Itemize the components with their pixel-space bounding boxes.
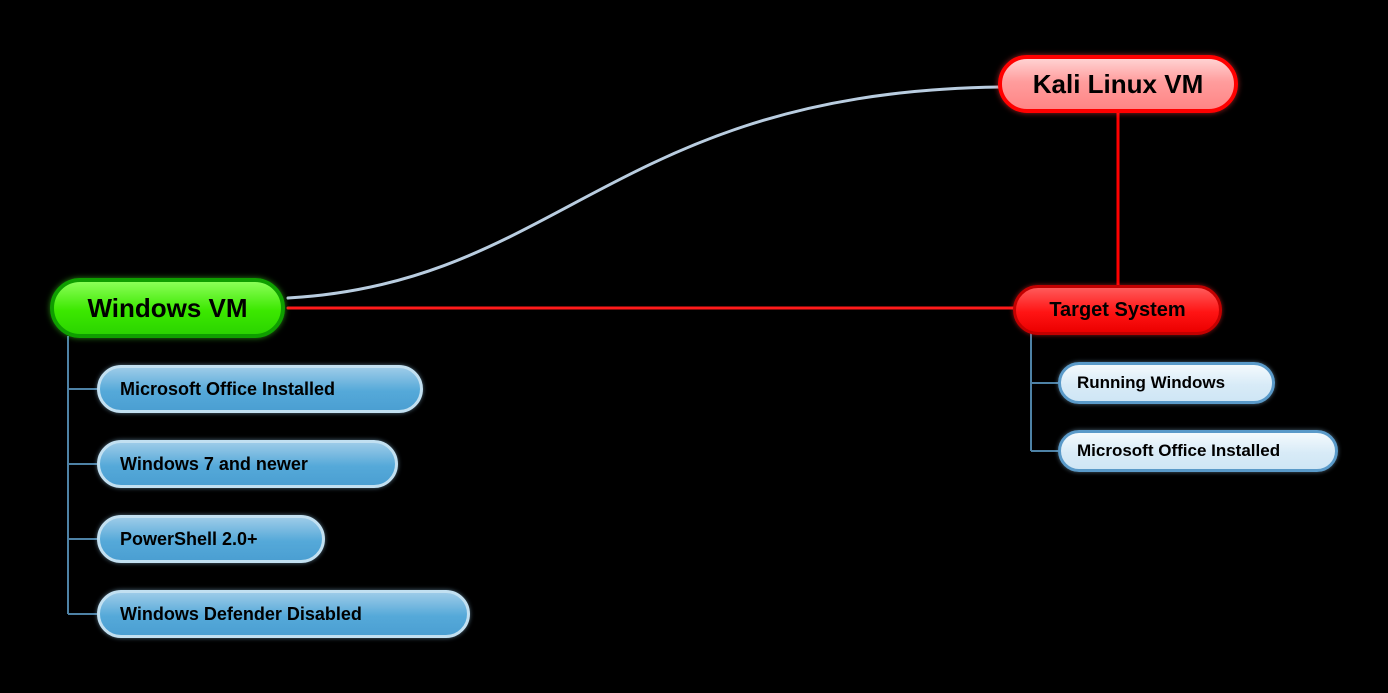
windows-child-defender-disabled[interactable]: Windows Defender Disabled bbox=[97, 590, 470, 638]
node-kali-linux-vm-label: Kali Linux VM bbox=[1032, 68, 1204, 99]
target-child-running-windows[interactable]: Running Windows bbox=[1058, 362, 1275, 404]
node-target-system[interactable]: Target System bbox=[1013, 285, 1222, 335]
node-target-system-label: Target System bbox=[1049, 298, 1186, 321]
windows-child-windows7-and-newer-label: Windows 7 and newer bbox=[120, 453, 308, 474]
node-windows-vm[interactable]: Windows VM bbox=[50, 278, 285, 338]
windows-child-office-installed-label: Microsoft Office Installed bbox=[120, 378, 336, 399]
edge-windows-to-kali bbox=[286, 85, 1002, 300]
node-windows-vm-label: Windows VM bbox=[87, 292, 248, 323]
tree-windows-children bbox=[67, 336, 97, 615]
target-child-running-windows-label: Running Windows bbox=[1077, 373, 1226, 392]
windows-child-windows7-and-newer[interactable]: Windows 7 and newer bbox=[97, 440, 398, 488]
windows-child-defender-disabled-label: Windows Defender Disabled bbox=[120, 603, 362, 624]
tree-target-children bbox=[1030, 333, 1058, 452]
windows-child-office-installed[interactable]: Microsoft Office Installed bbox=[97, 365, 423, 413]
node-kali-linux-vm[interactable]: Kali Linux VM bbox=[998, 55, 1238, 113]
target-child-office-installed-label: Microsoft Office Installed bbox=[1077, 441, 1281, 460]
windows-child-powershell[interactable]: PowerShell 2.0+ bbox=[97, 515, 325, 563]
windows-child-powershell-label: PowerShell 2.0+ bbox=[120, 528, 258, 549]
target-child-office-installed[interactable]: Microsoft Office Installed bbox=[1058, 430, 1338, 472]
